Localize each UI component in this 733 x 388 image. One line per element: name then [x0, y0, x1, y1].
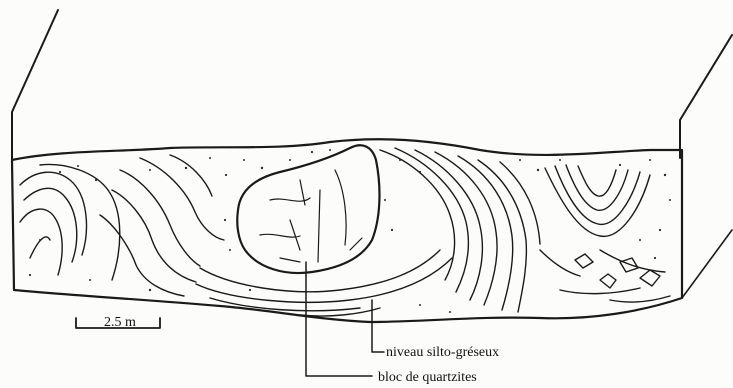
fold-slab-outline	[12, 139, 682, 322]
quartzite-block-outline	[237, 145, 379, 273]
block-right-back-edge	[680, 35, 732, 158]
scale-bar: 2.5 m	[76, 315, 160, 330]
quartzite-block-label: bloc de quartzites	[378, 370, 477, 385]
silt-level-label: niveau silto-gréseux	[386, 345, 499, 360]
silt-level-leader	[372, 300, 384, 352]
quartzite-block	[237, 145, 379, 273]
fold-bedding-lines	[20, 148, 670, 316]
block-right-front-edge	[682, 230, 732, 298]
quartzite-block-fractures	[260, 170, 362, 262]
block-left-back-edge	[12, 10, 58, 160]
scale-bar-label: 2.5 m	[104, 315, 136, 330]
